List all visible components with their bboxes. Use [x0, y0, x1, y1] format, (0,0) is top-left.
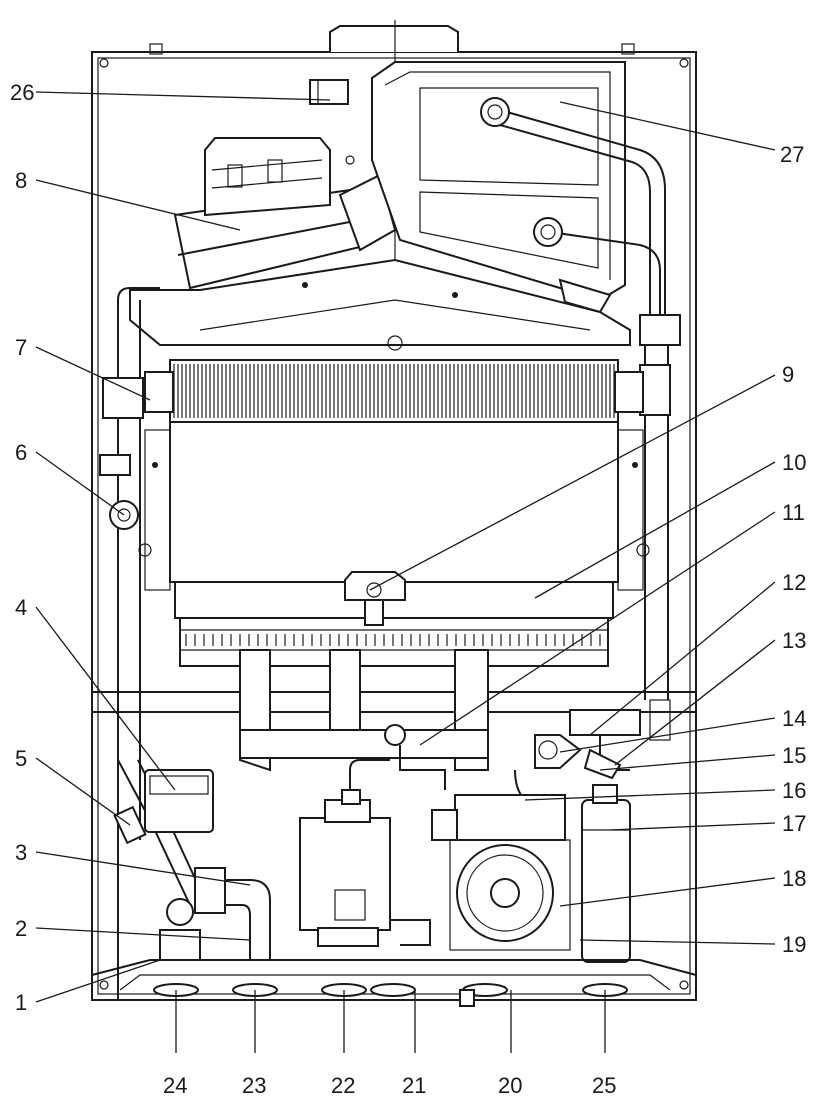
callout-17: 17 — [782, 811, 806, 836]
callout-27: 27 — [780, 142, 804, 167]
callout-21: 21 — [402, 1073, 426, 1098]
callout-3: 3 — [15, 840, 27, 865]
callout-13: 13 — [782, 628, 806, 653]
callout-11: 11 — [782, 500, 805, 525]
callout-10: 10 — [782, 450, 806, 475]
expansion-vessel — [581, 784, 631, 963]
callout-26: 26 — [10, 80, 34, 105]
callout-6: 6 — [15, 440, 27, 465]
secondary-heat-exchanger — [309, 61, 666, 330]
leader-lines — [35, 91, 776, 1053]
callout-18: 18 — [782, 866, 806, 891]
callout-14: 14 — [782, 706, 806, 731]
callout-9: 9 — [782, 362, 794, 387]
callout-12: 12 — [782, 570, 806, 595]
fan-assembly — [173, 137, 397, 290]
callout-19: 19 — [782, 932, 806, 957]
callout-25: 25 — [592, 1073, 616, 1098]
callout-20: 20 — [498, 1073, 522, 1098]
callout-22: 22 — [331, 1073, 355, 1098]
callout-15: 15 — [782, 743, 806, 768]
callout-24: 24 — [163, 1073, 187, 1098]
callout-8: 8 — [15, 168, 27, 193]
left-pipework — [99, 287, 206, 1000]
callout-2: 2 — [15, 916, 27, 941]
main-heat-exchanger — [144, 359, 644, 423]
callout-16: 16 — [782, 778, 806, 803]
gas-manifold — [239, 649, 641, 790]
callout-23: 23 — [242, 1073, 266, 1098]
callout-1: 1 — [15, 990, 27, 1015]
callout-5: 5 — [15, 746, 27, 771]
callout-4: 4 — [15, 595, 27, 620]
callout-7: 7 — [15, 335, 27, 360]
inlet-pipes — [159, 867, 431, 961]
pump — [431, 794, 571, 951]
callout-labels: 26 27 8 7 6 9 10 11 12 13 14 15 16 17 18… — [10, 80, 806, 1098]
control-box — [144, 769, 214, 833]
right-pipework — [639, 314, 681, 741]
gas-valve — [299, 759, 391, 947]
combustion-chamber — [138, 421, 650, 591]
